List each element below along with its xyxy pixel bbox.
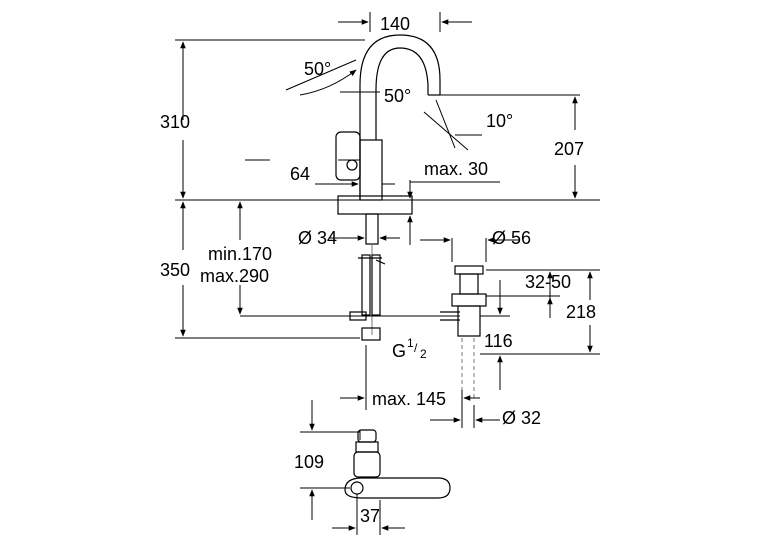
hole-diameter-label: Ø 34 bbox=[298, 228, 337, 248]
dim-spout-angle: 10° bbox=[423, 99, 513, 151]
below-height-label: 350 bbox=[160, 260, 190, 280]
svg-text:/: / bbox=[414, 341, 418, 355]
supply-shank bbox=[340, 213, 460, 341]
dim-drain-depth: 116 bbox=[480, 280, 513, 390]
thread-label: G bbox=[392, 341, 406, 361]
drain-range-label: 32-50 bbox=[525, 272, 571, 292]
max-deck-label: max. 30 bbox=[424, 159, 488, 179]
dim-handle-offset: 37 bbox=[332, 494, 405, 535]
pipe-diameter-label: Ø 32 bbox=[502, 408, 541, 428]
thread-numerator: 1 bbox=[407, 336, 414, 350]
dim-thread: G 1 / 2 bbox=[392, 336, 427, 361]
deck-plate bbox=[337, 195, 413, 215]
spout-angle-label: 10° bbox=[486, 111, 513, 131]
dim-drain-total: 218 bbox=[480, 271, 600, 355]
drain-diameter-label: Ø 56 bbox=[492, 228, 531, 248]
base-offset-label: 64 bbox=[290, 164, 310, 184]
spout-inner bbox=[375, 47, 429, 140]
handle-offset-label: 37 bbox=[360, 506, 380, 526]
thread-denominator: 2 bbox=[420, 347, 427, 361]
dim-handle-height: 109 bbox=[294, 400, 360, 520]
spout-height-label: 207 bbox=[554, 139, 584, 159]
faucet-body bbox=[359, 139, 383, 201]
drain-assembly bbox=[440, 265, 487, 398]
drain-depth-label: 116 bbox=[484, 331, 513, 351]
top-width-label: 140 bbox=[380, 14, 410, 34]
max-reach-label: max. 145 bbox=[372, 389, 446, 409]
dim-angles: 50° 50° bbox=[285, 59, 411, 106]
spout-outer bbox=[359, 34, 441, 200]
total-height-label: 310 bbox=[160, 112, 190, 132]
handle-top-view bbox=[344, 429, 451, 499]
range-max-label: max.290 bbox=[200, 266, 269, 286]
dim-drain-range: 32-50 bbox=[486, 269, 600, 318]
dim-below-height: 350 bbox=[160, 201, 360, 339]
angle-upper-left-label: 50° bbox=[304, 59, 331, 79]
dim-pipe-diameter: Ø 32 bbox=[430, 405, 541, 428]
dim-top-width: 140 bbox=[338, 12, 472, 34]
dim-total-height: 310 bbox=[160, 39, 365, 199]
dim-max-reach: max. 145 bbox=[340, 345, 480, 410]
handle-height-label: 109 bbox=[294, 452, 324, 472]
dim-hole-diameter: Ø 34 bbox=[298, 216, 400, 248]
dim-max-deck: max. 30 bbox=[407, 159, 500, 245]
dim-base-offset: 64 bbox=[290, 164, 395, 192]
lever-handle bbox=[335, 131, 361, 181]
range-min-label: min.170 bbox=[208, 244, 272, 264]
drain-total-label: 218 bbox=[566, 302, 596, 322]
dim-range: min.170 max.290 bbox=[200, 201, 340, 317]
faucet-side-view bbox=[245, 34, 441, 215]
angle-upper-right-label: 50° bbox=[384, 86, 411, 106]
dim-spout-height: 207 bbox=[440, 94, 584, 199]
dim-drain-diameter: Ø 56 bbox=[420, 228, 531, 262]
